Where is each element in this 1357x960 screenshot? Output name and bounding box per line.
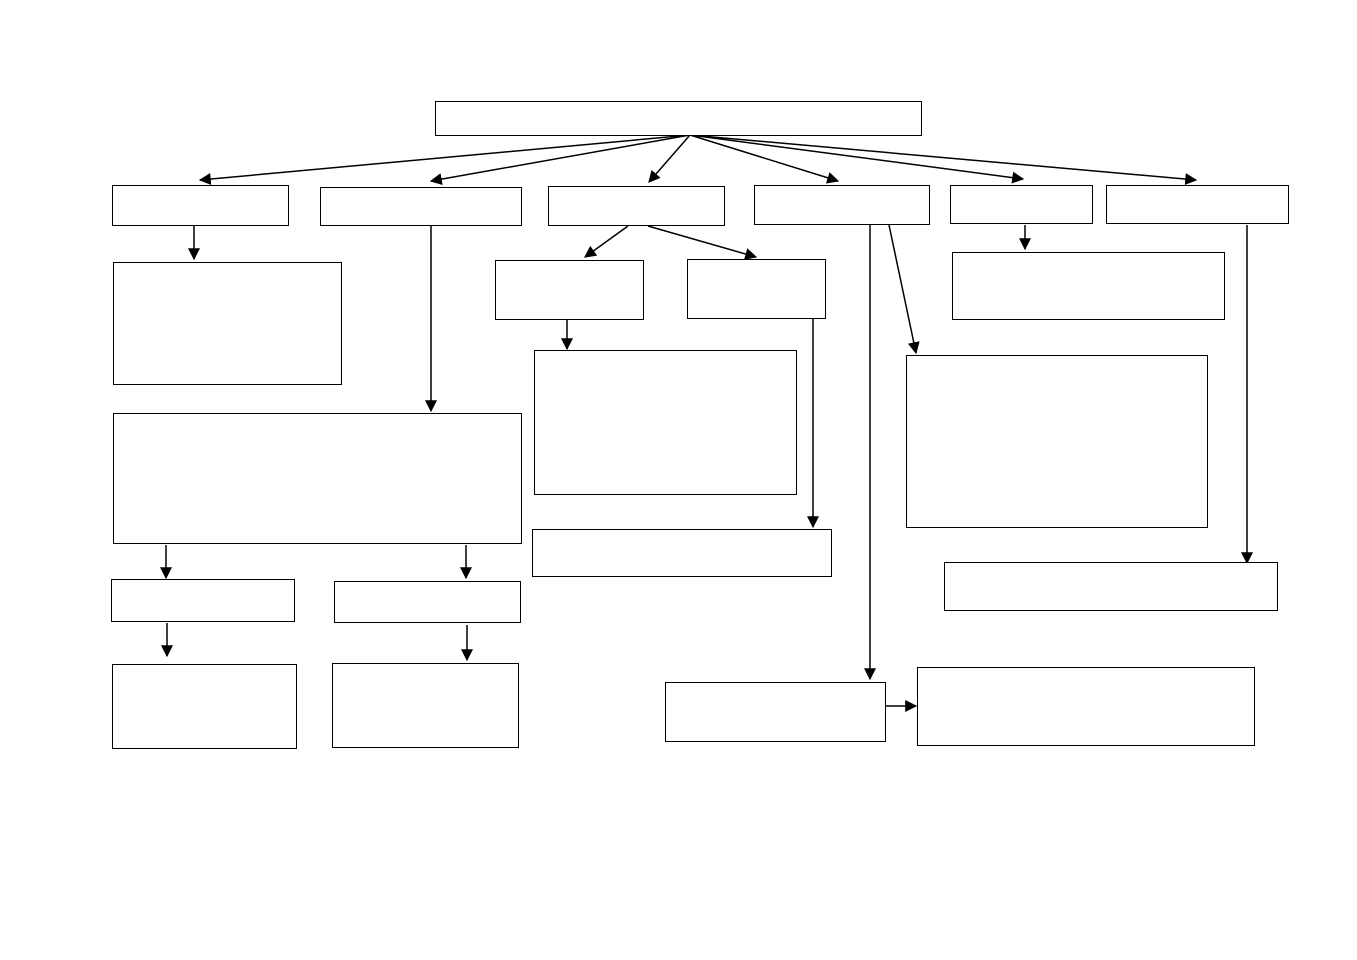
branch-2-right-child-label [339, 586, 516, 618]
branch-4-bottom-label [670, 687, 881, 737]
branch-3-left-detail-label [539, 355, 792, 490]
branch-2-detail-node [113, 413, 522, 544]
branch-node-5 [950, 185, 1093, 224]
branch-node-2 [320, 187, 522, 226]
branch-2-left-leaf-label [117, 669, 292, 744]
branch-3-left-child-node [495, 260, 644, 320]
branch-node-1 [112, 185, 289, 226]
branch-4-bottom-node [665, 682, 886, 742]
branch-4-bottom-detail-node [917, 667, 1255, 746]
branch-2-right-leaf-label [337, 668, 514, 743]
arrow-root-to-branch-4 [689, 134, 840, 184]
branch-6-detail-label [949, 567, 1273, 606]
branch-3-right-detail-node [532, 529, 832, 577]
branch-5-detail-label [957, 257, 1220, 315]
arrow-branch-3-to-right-child [647, 225, 758, 260]
branch-node-3-label [553, 191, 720, 221]
branch-node-3 [548, 186, 725, 226]
branch-node-6 [1106, 185, 1289, 224]
branch-2-right-leaf-node [332, 663, 519, 748]
arrow-root-to-branch-6 [689, 134, 1198, 186]
branch-3-right-child-label [692, 264, 821, 314]
branch-2-detail-label [118, 418, 517, 539]
branch-node-2-label [325, 192, 517, 221]
branch-2-right-child-node [334, 581, 521, 623]
branch-3-right-detail-label [537, 534, 827, 572]
branch-4-detail-node [906, 355, 1208, 528]
branch-node-1-label [117, 190, 284, 221]
branch-3-right-child-node [687, 259, 826, 319]
branch-5-detail-node [952, 252, 1225, 320]
root-node [435, 101, 922, 136]
arrow-root-to-branch-5 [689, 134, 1025, 184]
branch-1-detail-label [118, 267, 337, 380]
branch-node-6-label [1111, 190, 1284, 219]
branch-2-left-child-node [111, 579, 295, 622]
root-node-label [440, 106, 917, 131]
arrow-root-to-branch-3 [648, 134, 691, 183]
arrow-branch-3-to-left-child [584, 225, 629, 258]
branch-2-left-leaf-node [112, 664, 297, 749]
branch-3-left-child-label [500, 265, 639, 315]
branch-node-5-label [955, 190, 1088, 219]
branch-2-left-child-label [116, 584, 290, 617]
arrow-root-to-branch-1 [198, 134, 691, 185]
branch-4-detail-label [911, 360, 1203, 523]
branch-6-detail-node [944, 562, 1278, 611]
arrow-branch-4-to-detail [888, 224, 920, 355]
branch-3-left-detail-node [534, 350, 797, 495]
branch-4-bottom-detail-label [922, 672, 1250, 741]
branch-node-4-label [759, 190, 925, 220]
branch-1-detail-node [113, 262, 342, 385]
branch-node-4 [754, 185, 930, 225]
arrow-root-to-branch-2 [429, 134, 691, 186]
